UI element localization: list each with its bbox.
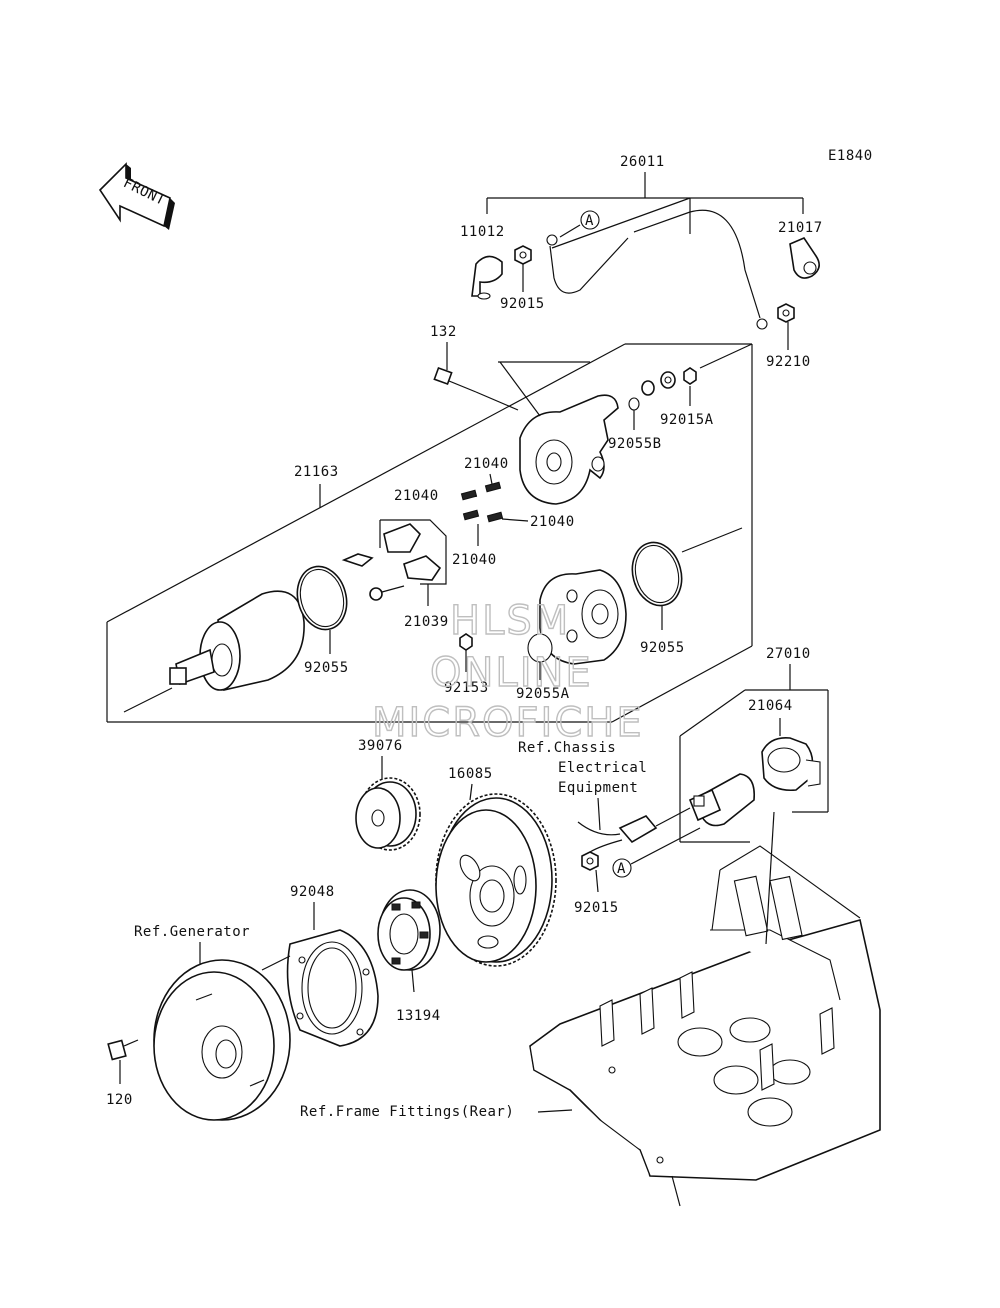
brush-springs-21040 <box>460 473 529 546</box>
ref-generator: Ref.Generator <box>134 924 250 940</box>
front-arrow-icon: FRONT <box>98 162 175 230</box>
end-cover-housing <box>498 361 619 505</box>
o-ring-92055-right <box>631 541 683 607</box>
label-92055-right: 92055 <box>640 640 685 656</box>
label-21040-b: 21040 <box>394 488 439 504</box>
label-21163: 21163 <box>294 464 339 480</box>
nut-92210 <box>777 303 795 323</box>
starter-motor-outline-bracket <box>106 343 753 723</box>
starter-cable <box>546 209 768 330</box>
starter-armature-yoke <box>123 590 305 713</box>
label-92210: 92210 <box>766 354 811 370</box>
svg-text:ONLINE: ONLINE <box>430 650 593 696</box>
callout-a-bottom: A <box>612 827 701 878</box>
label-132: 132 <box>430 324 457 340</box>
watermark: HLSM ONLINE MICROFICHE <box>371 597 644 746</box>
generator-rotor <box>153 959 291 1121</box>
svg-text:MICROFICHE: MICROFICHE <box>372 700 644 746</box>
washers-92015A <box>641 367 697 396</box>
cable-assembly-brackets <box>486 172 804 249</box>
front-cover-housing <box>539 569 627 665</box>
label-39076: 39076 <box>358 738 403 754</box>
bolt-132 <box>433 366 519 411</box>
label-27010: 27010 <box>766 646 811 662</box>
svg-text:A: A <box>617 861 626 877</box>
starter-clutch-13194 <box>377 889 441 971</box>
relay-cover-21064 <box>761 736 821 792</box>
label-16085: 16085 <box>448 766 493 782</box>
callout-a-top: A <box>559 210 600 238</box>
label-92055A: 92055A <box>516 686 570 702</box>
label-92048: 92048 <box>290 884 335 900</box>
label-11012: 11012 <box>460 224 505 240</box>
relay-connector <box>577 807 691 853</box>
ref-frame-fittings: Ref.Frame Fittings(Rear) <box>300 1104 514 1120</box>
label-92015-bottom: 92015 <box>574 900 619 916</box>
label-92055B: 92055B <box>608 436 662 452</box>
label-92153: 92153 <box>444 680 489 696</box>
label-21040-d: 21040 <box>452 552 497 568</box>
starter-relay-body <box>688 773 756 827</box>
label-21040-c: 21040 <box>530 514 575 530</box>
label-26011: 26011 <box>620 154 665 170</box>
label-21064: 21064 <box>748 698 793 714</box>
starter-relay-bracket <box>679 664 829 843</box>
label-21040-a: 21040 <box>464 456 509 472</box>
label-120: 120 <box>106 1092 133 1108</box>
label-92055-left: 92055 <box>304 660 349 676</box>
svg-text:HLSM: HLSM <box>450 598 570 644</box>
label-92015A: 92015A <box>660 412 714 428</box>
nut-92015-bottom <box>581 851 599 871</box>
ref-chassis-line1: Ref.Chassis <box>518 740 616 756</box>
terminal-boot-21017 <box>789 237 820 279</box>
brush-holder-21039 <box>341 519 447 601</box>
diagram-code: E1840 <box>828 148 873 164</box>
ref-chassis-line3: Equipment <box>558 780 638 796</box>
ref-chassis-line2: Electrical <box>558 760 647 776</box>
label-13194: 13194 <box>396 1008 441 1024</box>
o-ring-92055B <box>628 397 640 411</box>
terminal-cap-11012 <box>471 255 503 300</box>
idle-gear-39076 <box>355 777 421 851</box>
svg-text:A: A <box>585 213 594 229</box>
label-21039: 21039 <box>404 614 449 630</box>
flange-92048 <box>286 929 379 1047</box>
o-ring-92055-left <box>296 565 348 631</box>
nut-92015-top <box>514 245 532 265</box>
frame-fittings-rear <box>529 845 881 1207</box>
label-92015-top: 92015 <box>500 296 545 312</box>
starter-gear-16085 <box>435 793 557 967</box>
washer-92153 <box>459 633 473 651</box>
bolt-120 <box>107 1039 139 1061</box>
label-21017: 21017 <box>778 220 823 236</box>
